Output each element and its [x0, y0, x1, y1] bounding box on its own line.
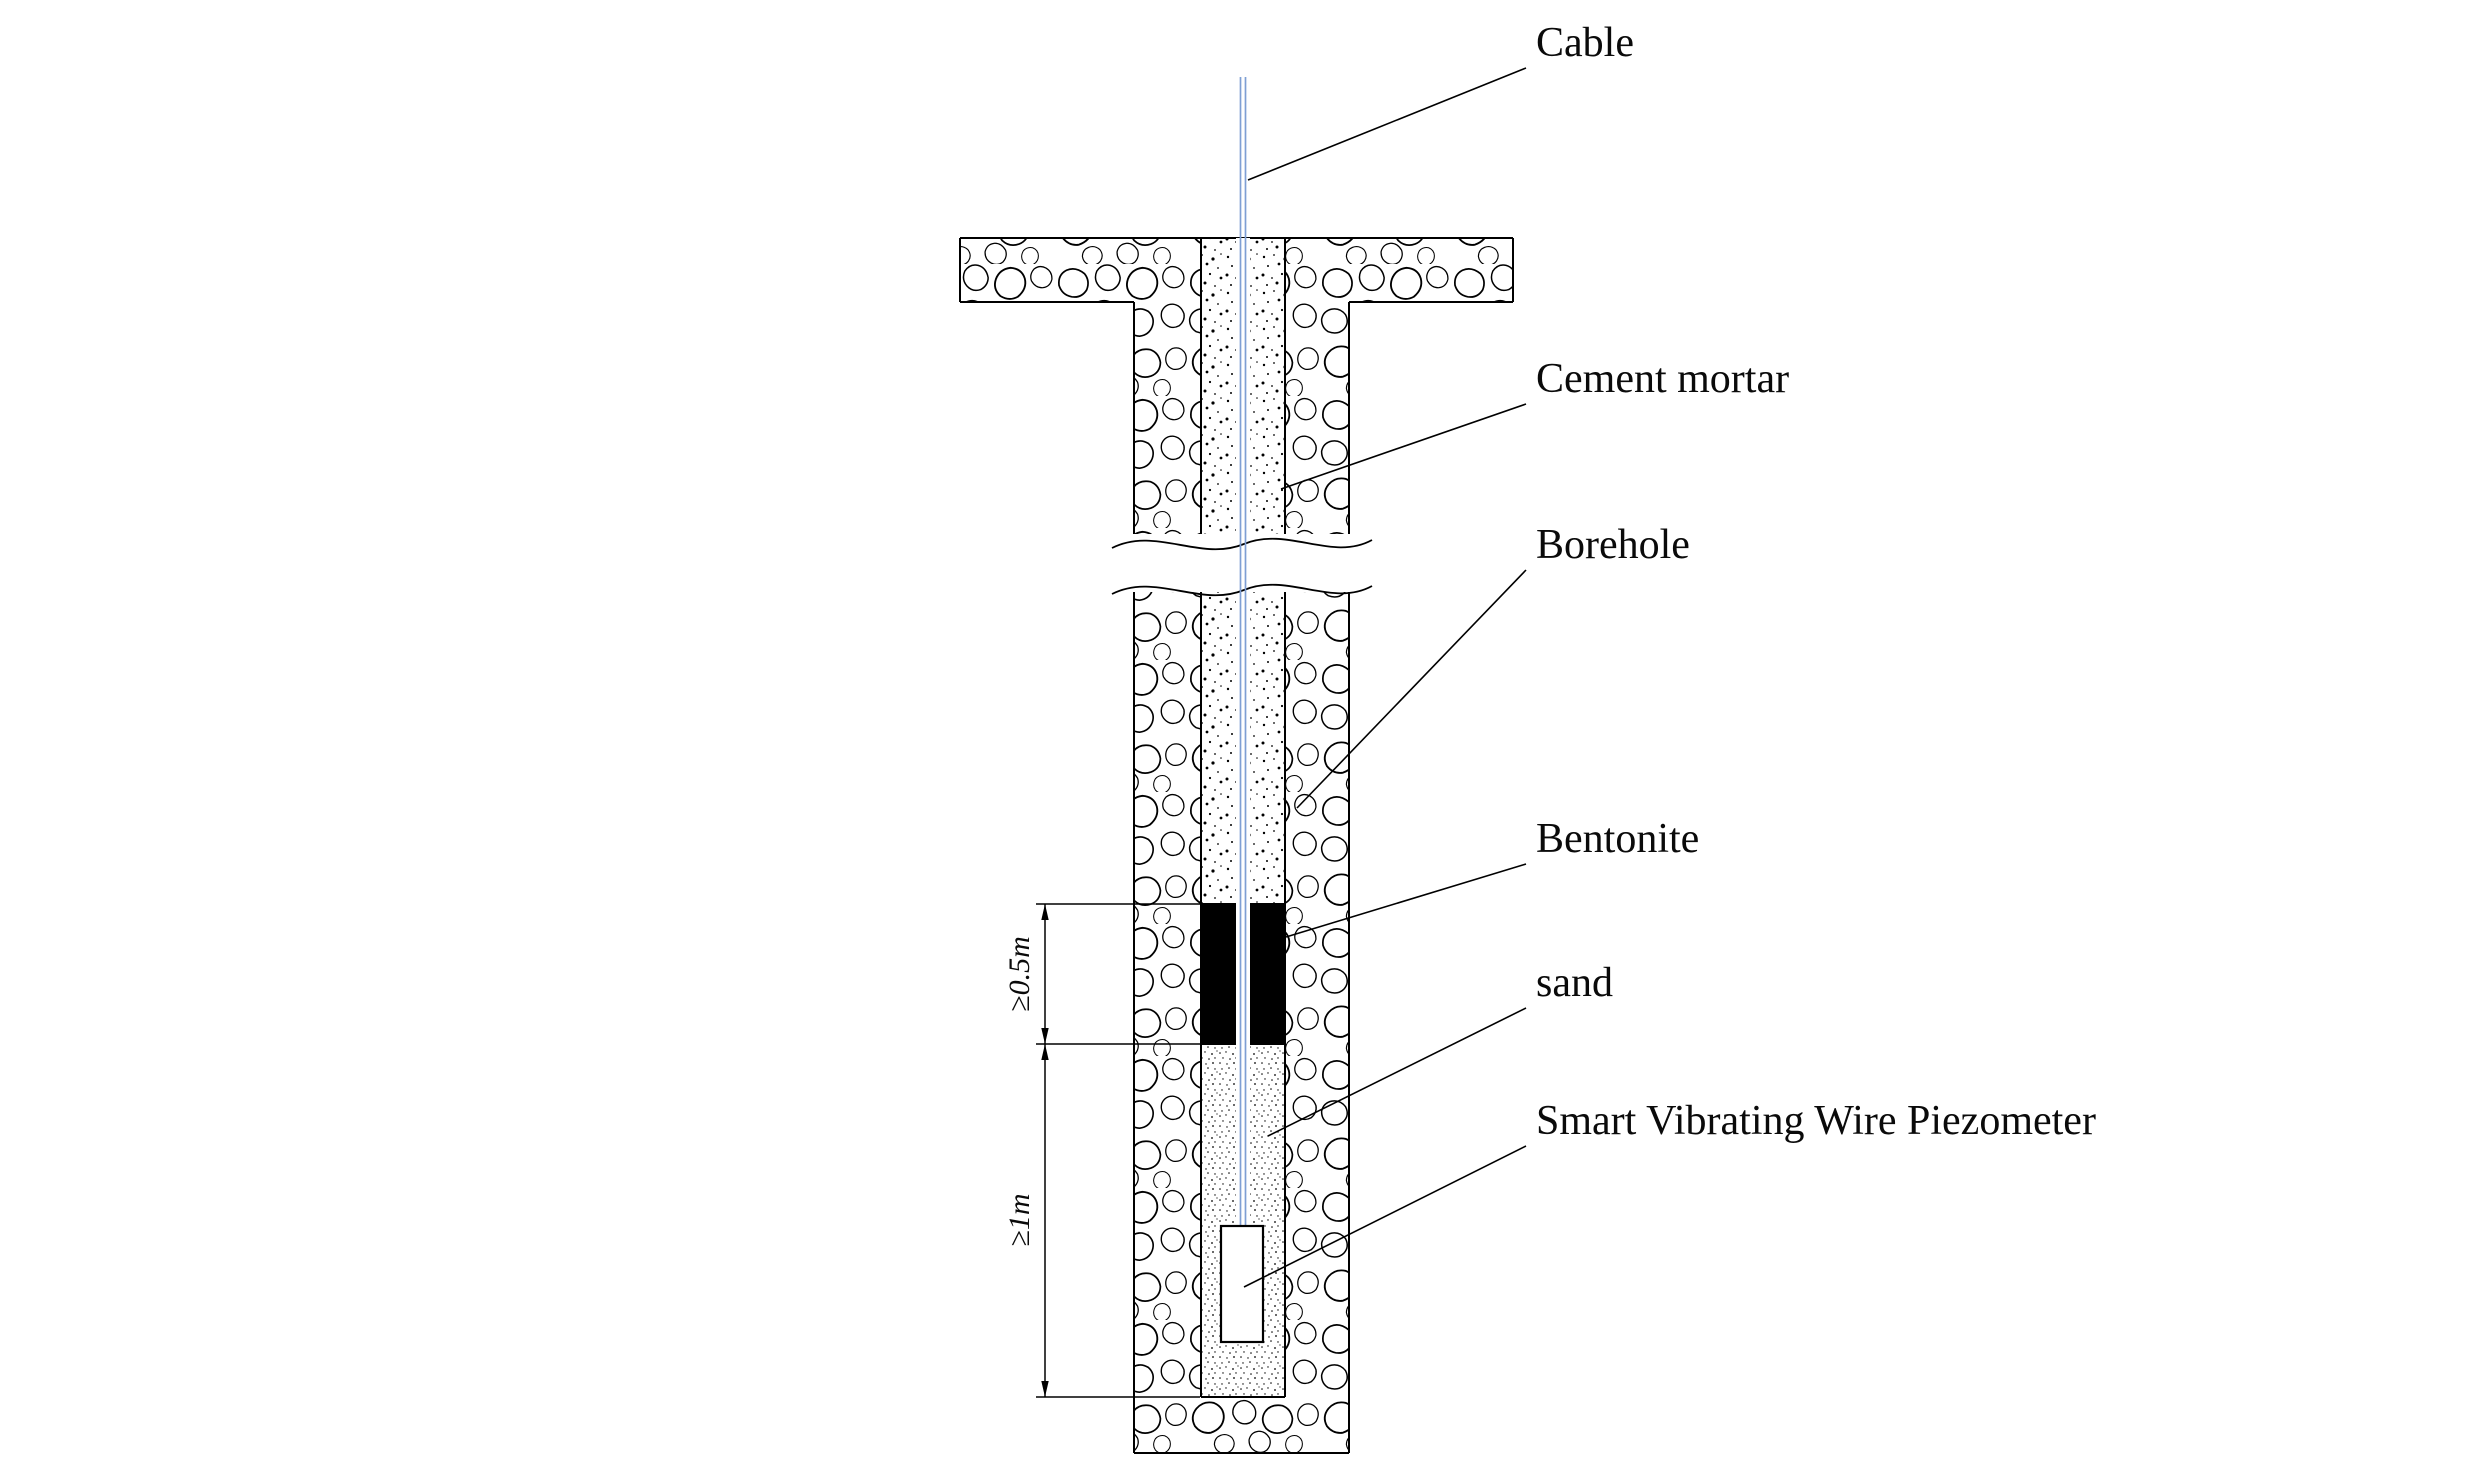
- leader-borehole: [1296, 569, 1527, 809]
- label-cement-mortar: Cement mortar: [1536, 356, 1790, 402]
- leader-bentonite: [1285, 863, 1527, 938]
- label-borehole: Borehole: [1536, 522, 1690, 568]
- cable-line: [1239, 77, 1247, 1226]
- dim-text-sand: ≥1m: [1003, 1193, 1036, 1247]
- leader-sand: [1267, 1007, 1527, 1137]
- break-lines: [1111, 537, 1373, 597]
- leader-cement-mortar: [1280, 403, 1527, 490]
- column-rock-left: [1134, 302, 1201, 1453]
- column-rock-right: [1285, 302, 1349, 1453]
- cable-channel: [1236, 238, 1250, 1226]
- label-cable: Cable: [1536, 20, 1634, 66]
- leader-piezometer: [1243, 1145, 1527, 1288]
- dim-text-bentonite: ≥0.5m: [1003, 936, 1036, 1012]
- piezometer-body: [1219, 1224, 1265, 1344]
- cap-rock-right: [1285, 238, 1513, 302]
- break-line-lower: [1111, 583, 1373, 597]
- leader-cable: [1247, 67, 1527, 181]
- rock-below-borehole: [1201, 1397, 1285, 1453]
- label-piezometer: Smart Vibrating Wire Piezometer: [1536, 1098, 2096, 1144]
- break-line-upper: [1111, 537, 1373, 551]
- cap-rock-left: [960, 238, 1201, 302]
- dimension-annotations: [1036, 903, 1200, 1398]
- dimension-arrowheads: [1041, 904, 1049, 1397]
- label-sand: sand: [1536, 960, 1613, 1006]
- label-bentonite: Bentonite: [1536, 816, 1700, 862]
- leader-lines: [1243, 67, 1527, 1288]
